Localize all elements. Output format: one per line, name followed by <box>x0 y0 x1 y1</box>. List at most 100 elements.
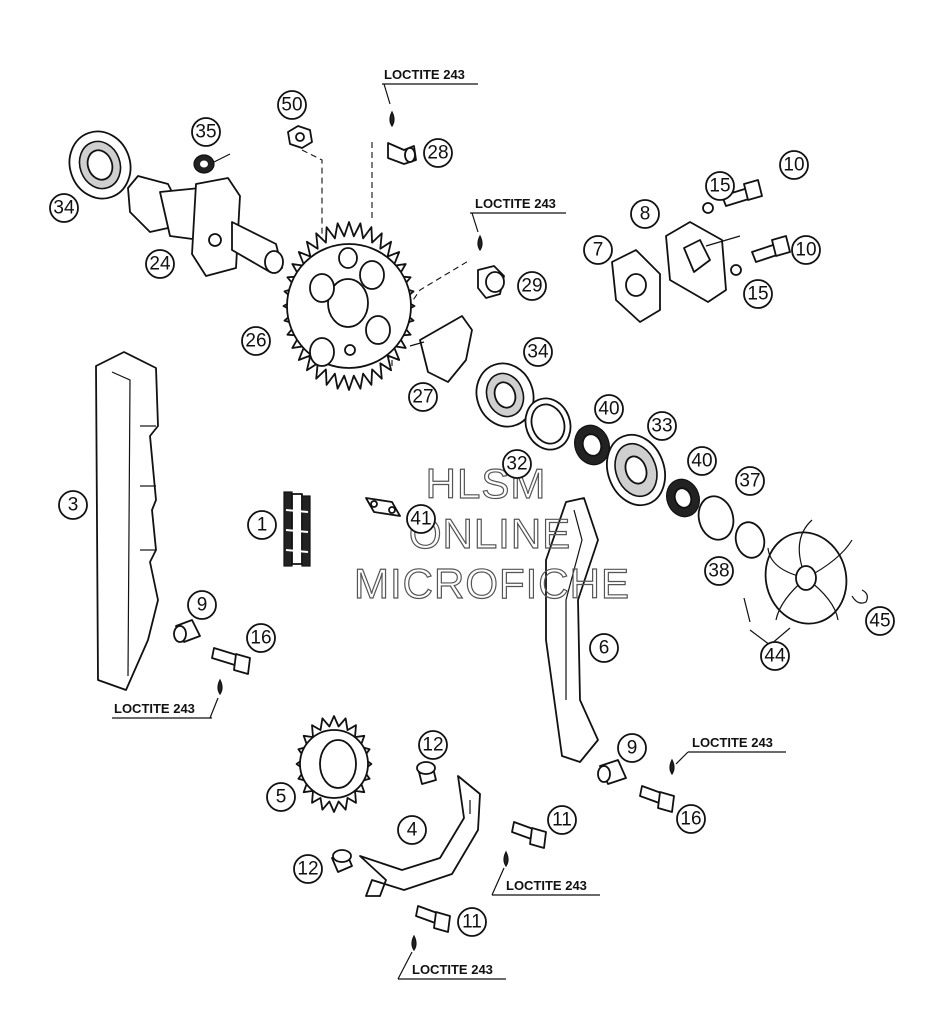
callout-9: 9 <box>617 733 647 763</box>
svg-text:10: 10 <box>795 240 816 261</box>
svg-text:LOCTITE 243: LOCTITE 243 <box>114 701 195 716</box>
tensioner-part <box>665 221 741 303</box>
svg-text:37: 37 <box>739 471 760 492</box>
svg-text:41: 41 <box>410 509 431 530</box>
svg-text:10: 10 <box>783 155 804 176</box>
callout-27: 27 <box>408 382 438 412</box>
svg-text:1: 1 <box>257 515 268 536</box>
callout-38: 38 <box>704 556 734 586</box>
loctite-note: LOCTITE 243 <box>675 735 786 765</box>
lower-bolt-part <box>503 821 547 868</box>
chain-link-part <box>365 497 401 517</box>
lever-part <box>409 315 473 383</box>
callout-12: 12 <box>293 854 323 884</box>
callout-35: 35 <box>191 117 221 147</box>
svg-text:32: 32 <box>506 454 527 475</box>
svg-text:16: 16 <box>250 628 271 649</box>
svg-text:33: 33 <box>651 416 672 437</box>
svg-text:LOCTITE 243: LOCTITE 243 <box>475 196 556 211</box>
callout-33: 33 <box>647 411 677 441</box>
svg-text:35: 35 <box>195 122 216 143</box>
svg-text:16: 16 <box>680 809 701 830</box>
svg-text:MICROFICHE: MICROFICHE <box>354 560 630 607</box>
svg-text:11: 11 <box>552 810 572 831</box>
lower-guide-part <box>359 775 481 897</box>
callout-28: 28 <box>423 138 453 168</box>
svg-text:15: 15 <box>747 284 768 305</box>
gasket-part <box>611 249 661 323</box>
callout-8: 8 <box>630 199 660 229</box>
callout-15: 15 <box>743 279 773 309</box>
svg-text:45: 45 <box>869 611 890 632</box>
bearing-part-middle <box>475 362 535 428</box>
svg-text:5: 5 <box>276 787 287 808</box>
callout-9: 9 <box>187 590 217 620</box>
watermark: HLSM ONLINE MICROFICHE <box>353 459 630 607</box>
callout-32: 32 <box>502 449 532 479</box>
svg-text:LOCTITE 243: LOCTITE 243 <box>384 67 465 82</box>
callout-26: 26 <box>241 326 271 356</box>
loctite-note: LOCTITE 243 <box>470 196 566 233</box>
callout-1: 1 <box>247 510 277 540</box>
svg-text:12: 12 <box>422 735 443 756</box>
callout-5: 5 <box>266 782 296 812</box>
circlip-part <box>851 589 868 604</box>
svg-text:11: 11 <box>462 912 482 933</box>
svg-text:LOCTITE 243: LOCTITE 243 <box>412 962 493 977</box>
svg-text:6: 6 <box>599 638 610 659</box>
svg-text:29: 29 <box>521 276 542 297</box>
loctite-note: LOCTITE 243 <box>112 697 219 719</box>
callout-10: 10 <box>791 235 821 265</box>
chain-guide-part <box>95 351 159 691</box>
callout-7: 7 <box>583 235 613 265</box>
svg-text:34: 34 <box>53 198 75 219</box>
svg-text:26: 26 <box>245 331 266 352</box>
svg-text:3: 3 <box>68 495 79 516</box>
svg-text:9: 9 <box>627 738 638 759</box>
callout-34: 34 <box>523 337 553 367</box>
dowel-bolt-part <box>387 110 417 165</box>
small-bearing-part <box>574 424 610 466</box>
svg-text:38: 38 <box>708 561 729 582</box>
loctite-note: LOCTITE 243 <box>397 951 506 980</box>
callout-29: 29 <box>517 271 547 301</box>
svg-text:27: 27 <box>412 387 433 408</box>
bearing-part <box>68 130 132 200</box>
svg-text:8: 8 <box>640 204 651 225</box>
svg-text:40: 40 <box>598 399 619 420</box>
loctite-note: LOCTITE 243 <box>491 867 600 896</box>
callout-40: 40 <box>687 446 717 476</box>
callout-4: 4 <box>397 815 427 845</box>
lower-bolt-part-2 <box>411 905 451 952</box>
callout-11: 11 <box>547 805 577 835</box>
svg-text:15: 15 <box>709 176 730 197</box>
cam-sprocket-part <box>282 221 416 391</box>
tensioner-bolt-part <box>702 179 791 276</box>
nut-part <box>287 125 313 149</box>
guide-pin-part-2 <box>331 849 353 873</box>
camshaft-part <box>127 175 284 277</box>
bushing-part-2 <box>597 759 627 785</box>
bushing-part <box>173 619 201 643</box>
callout-41: 41 <box>406 504 436 534</box>
screw-part <box>477 234 505 299</box>
svg-text:34: 34 <box>527 342 549 363</box>
svg-text:24: 24 <box>149 254 171 275</box>
pulley-part <box>606 433 666 507</box>
rail-bolt-part <box>639 758 675 813</box>
impeller-part <box>743 519 853 646</box>
loctite-note: LOCTITE 243 <box>382 67 478 105</box>
callout-50: 50 <box>277 90 307 120</box>
svg-text:50: 50 <box>281 95 302 116</box>
ring-part <box>524 397 572 451</box>
tensioner-rail-part <box>545 497 599 763</box>
callout-10: 10 <box>779 150 809 180</box>
callout-24: 24 <box>145 249 175 279</box>
callout-15: 15 <box>705 171 735 201</box>
guide-pin-part <box>416 761 437 785</box>
o-ring-part <box>697 495 766 559</box>
callout-16: 16 <box>246 623 276 653</box>
callout-40: 40 <box>594 394 624 424</box>
callout-45: 45 <box>865 606 895 636</box>
